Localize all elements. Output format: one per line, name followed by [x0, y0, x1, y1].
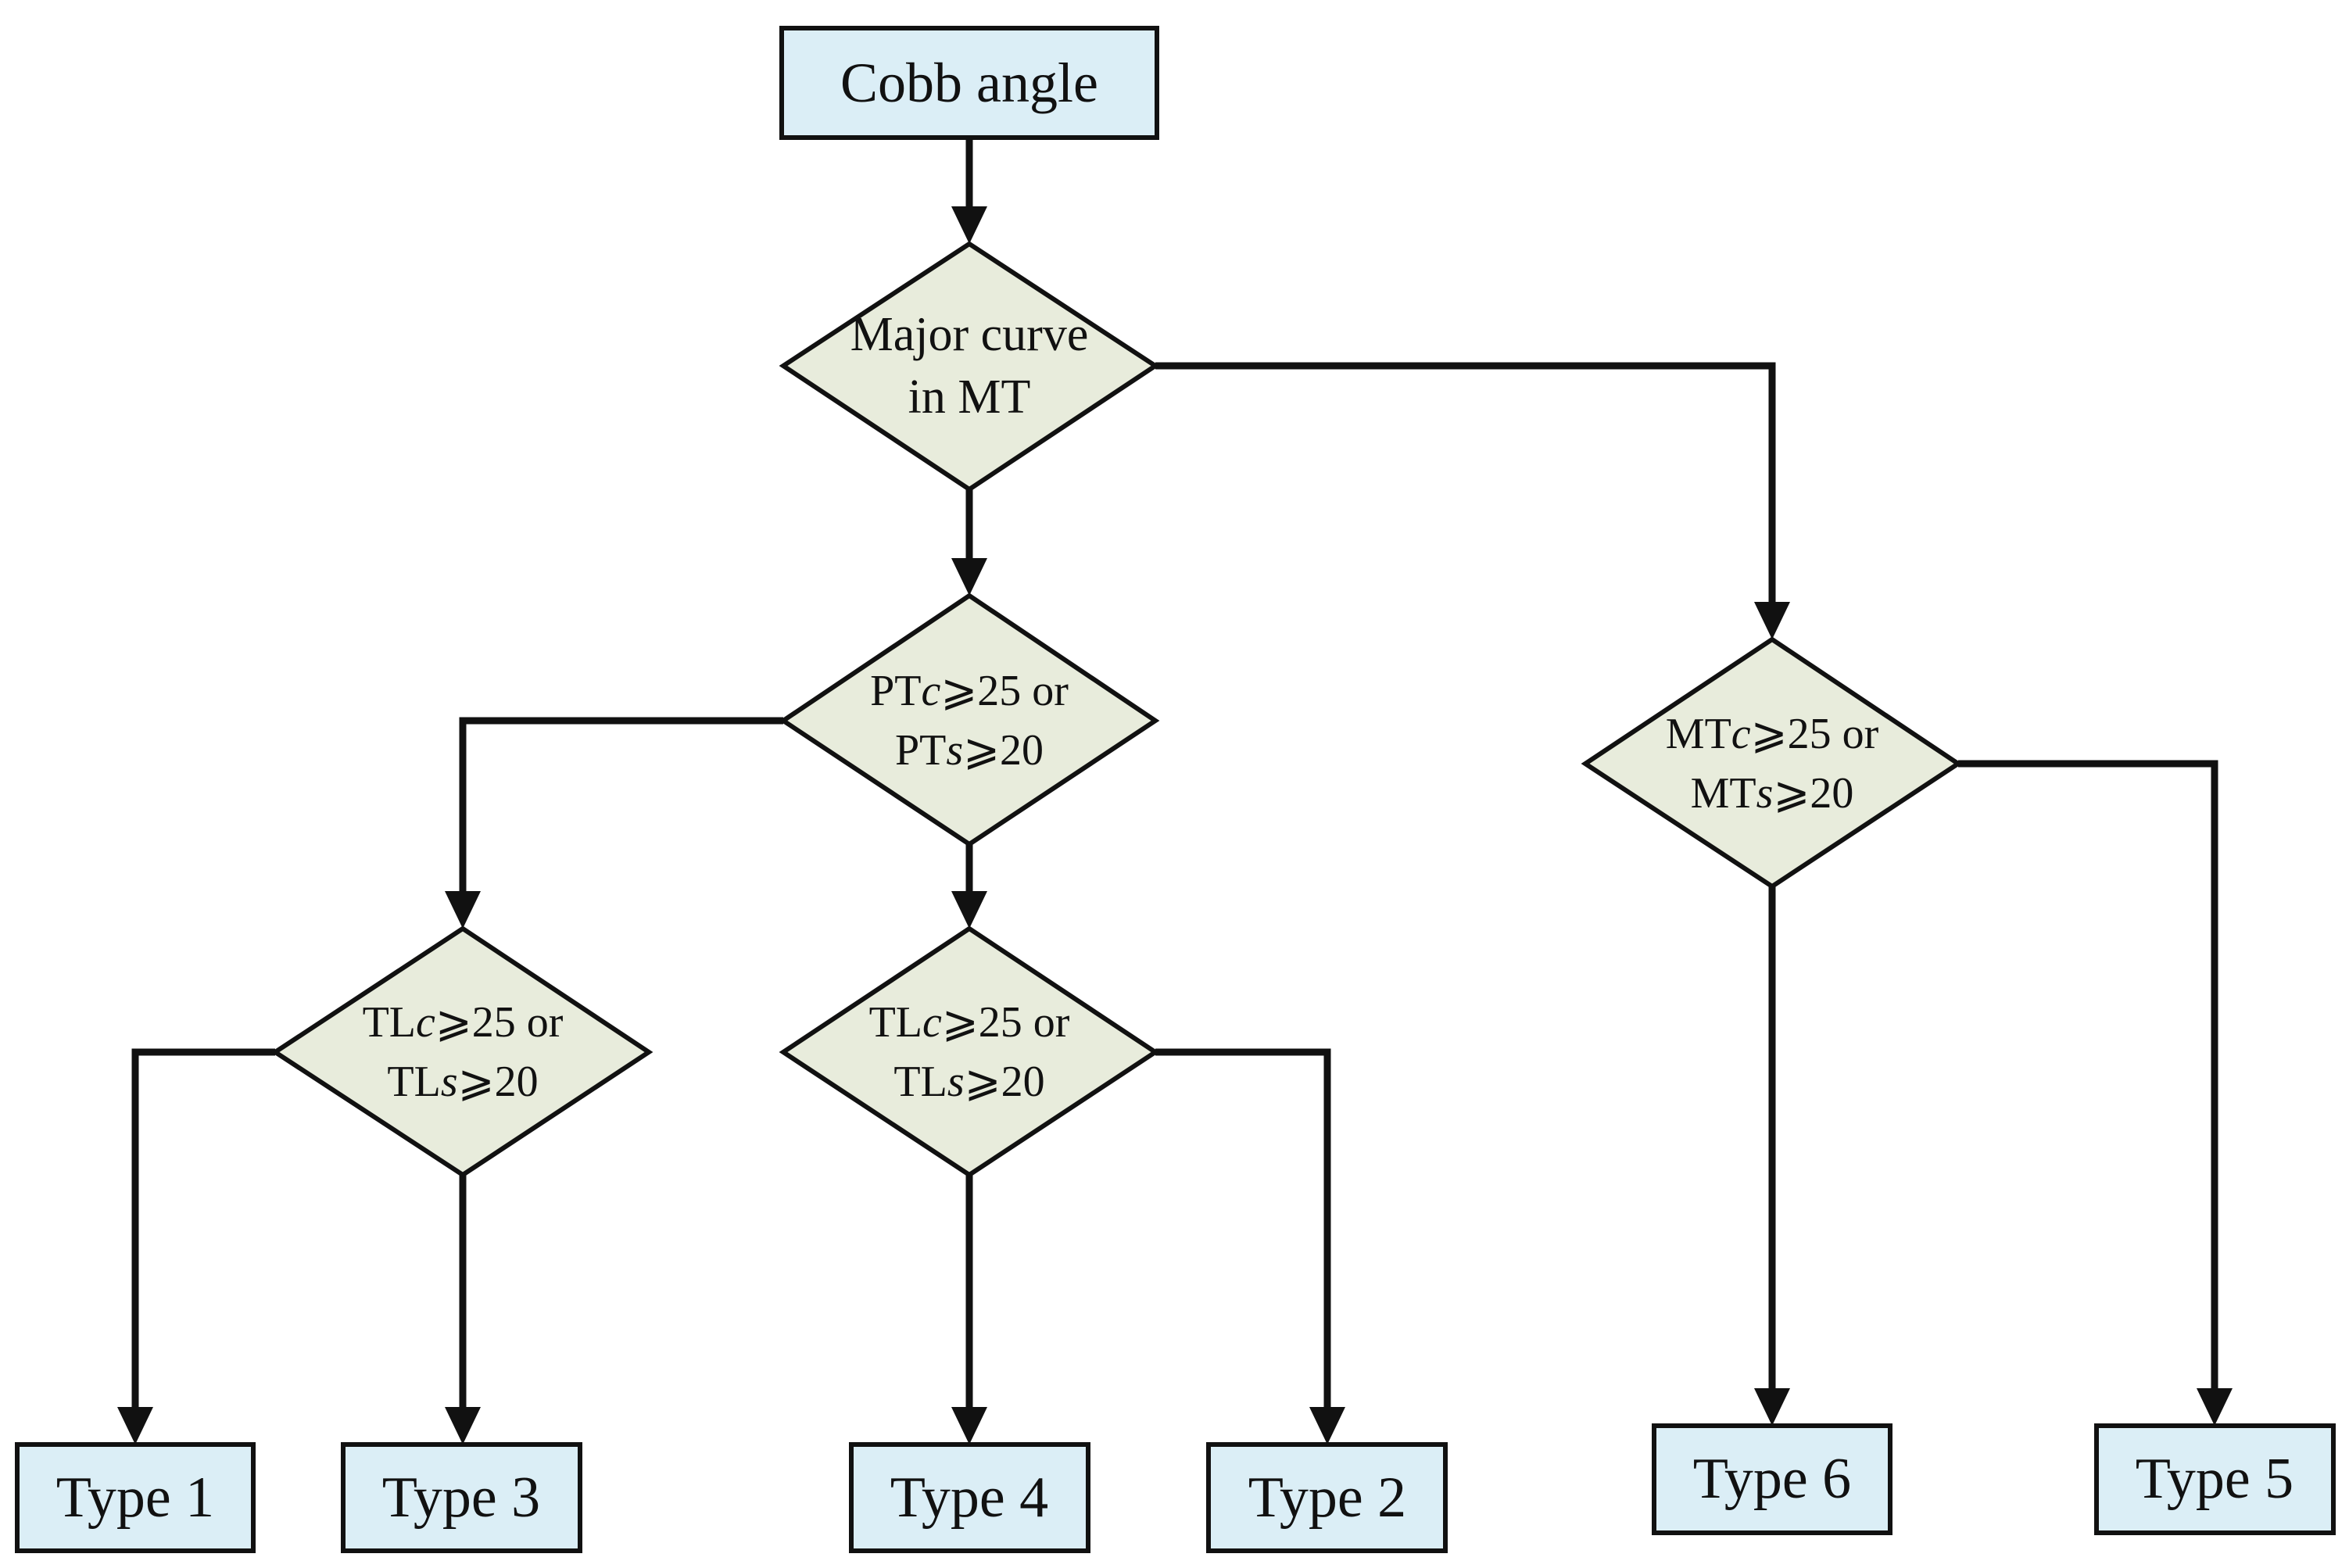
type3-node: Type 3 [341, 1442, 582, 1553]
type1-box [15, 1442, 256, 1553]
type5-node: Type 5 [2094, 1423, 2336, 1535]
major-curve-label-line2: in MT [908, 371, 1031, 424]
arrowhead-major-curve [951, 206, 987, 244]
type6-label: Type 6 [1693, 1447, 1851, 1511]
type2-box [1206, 1442, 1448, 1553]
arrowhead-type3 [445, 1407, 481, 1444]
edge-major-curve-to-mt-check [1155, 362, 1776, 608]
arrowhead-mt-check [1754, 602, 1790, 639]
edge-mt-check-to-type5 [1958, 760, 2218, 1394]
pt-check-decision: PTc⩾25 or PTs⩾20 [779, 592, 1160, 847]
start-label: Cobb angle [840, 52, 1098, 114]
arrowhead-type2 [1309, 1407, 1345, 1444]
tl-check-left-label-line2: TLs⩾20 [387, 1058, 538, 1106]
type3-label: Type 3 [382, 1466, 540, 1530]
mt-check-label-line1: MTc⩾25 or [1666, 710, 1879, 758]
major-curve-label-line1: Major curve [850, 308, 1089, 361]
pt-check-label-line1: PTc⩾25 or [870, 667, 1069, 715]
tl-check-left-label-line1: TLc⩾25 or [363, 998, 564, 1047]
tl-check-mid-decision: TLc⩾25 or TLs⩾20 [779, 925, 1160, 1178]
type4-node: Type 4 [849, 1442, 1090, 1553]
tl-check-mid-label-line1: TLc⩾25 or [869, 998, 1070, 1047]
type5-label: Type 5 [2136, 1447, 2293, 1511]
type4-box [849, 1442, 1090, 1553]
arrowhead-type5 [2197, 1388, 2233, 1426]
edge-tl-check-mid-to-type2 [1155, 1048, 1331, 1413]
arrowhead-type4 [951, 1407, 987, 1444]
mt-check-decision: MTc⩾25 or MTs⩾20 [1581, 636, 1963, 890]
edge-pt-check-to-tl-check-left [459, 717, 783, 897]
arrowhead-tl-check-mid [951, 891, 987, 929]
arrowhead-tl-check-left [445, 891, 481, 929]
tl-check-mid-label-line2: TLs⩾20 [893, 1058, 1044, 1106]
type4-label: Type 4 [890, 1466, 1048, 1530]
type2-label: Type 2 [1248, 1466, 1406, 1530]
type3-box [341, 1442, 582, 1553]
pt-check-diamond [779, 592, 1160, 847]
type1-node: Type 1 [15, 1442, 256, 1553]
start-node: Cobb angle [779, 26, 1159, 140]
major-curve-decision: Major curve in MT [779, 241, 1160, 492]
type6-node: Type 6 [1652, 1423, 1892, 1535]
tl-check-left-diamond [270, 925, 653, 1178]
arrowhead-pt-check [951, 558, 987, 596]
type2-node: Type 2 [1206, 1442, 1448, 1553]
connectors [117, 138, 2233, 1444]
start-box [779, 26, 1159, 140]
mt-check-label-line2: MTs⩾20 [1691, 769, 1854, 818]
type5-box [2094, 1423, 2336, 1535]
pt-check-label-line2: PTs⩾20 [895, 726, 1044, 775]
tl-check-left-decision: TLc⩾25 or TLs⩾20 [270, 925, 653, 1178]
major-curve-diamond [779, 241, 1160, 492]
edge-tl-check-left-to-type1 [131, 1048, 275, 1413]
mt-check-diamond [1581, 636, 1963, 890]
type6-box [1652, 1423, 1892, 1535]
arrowhead-type1 [117, 1407, 153, 1444]
tl-check-mid-diamond [779, 925, 1160, 1178]
type1-label: Type 1 [56, 1466, 214, 1530]
arrowhead-type6 [1754, 1388, 1790, 1426]
